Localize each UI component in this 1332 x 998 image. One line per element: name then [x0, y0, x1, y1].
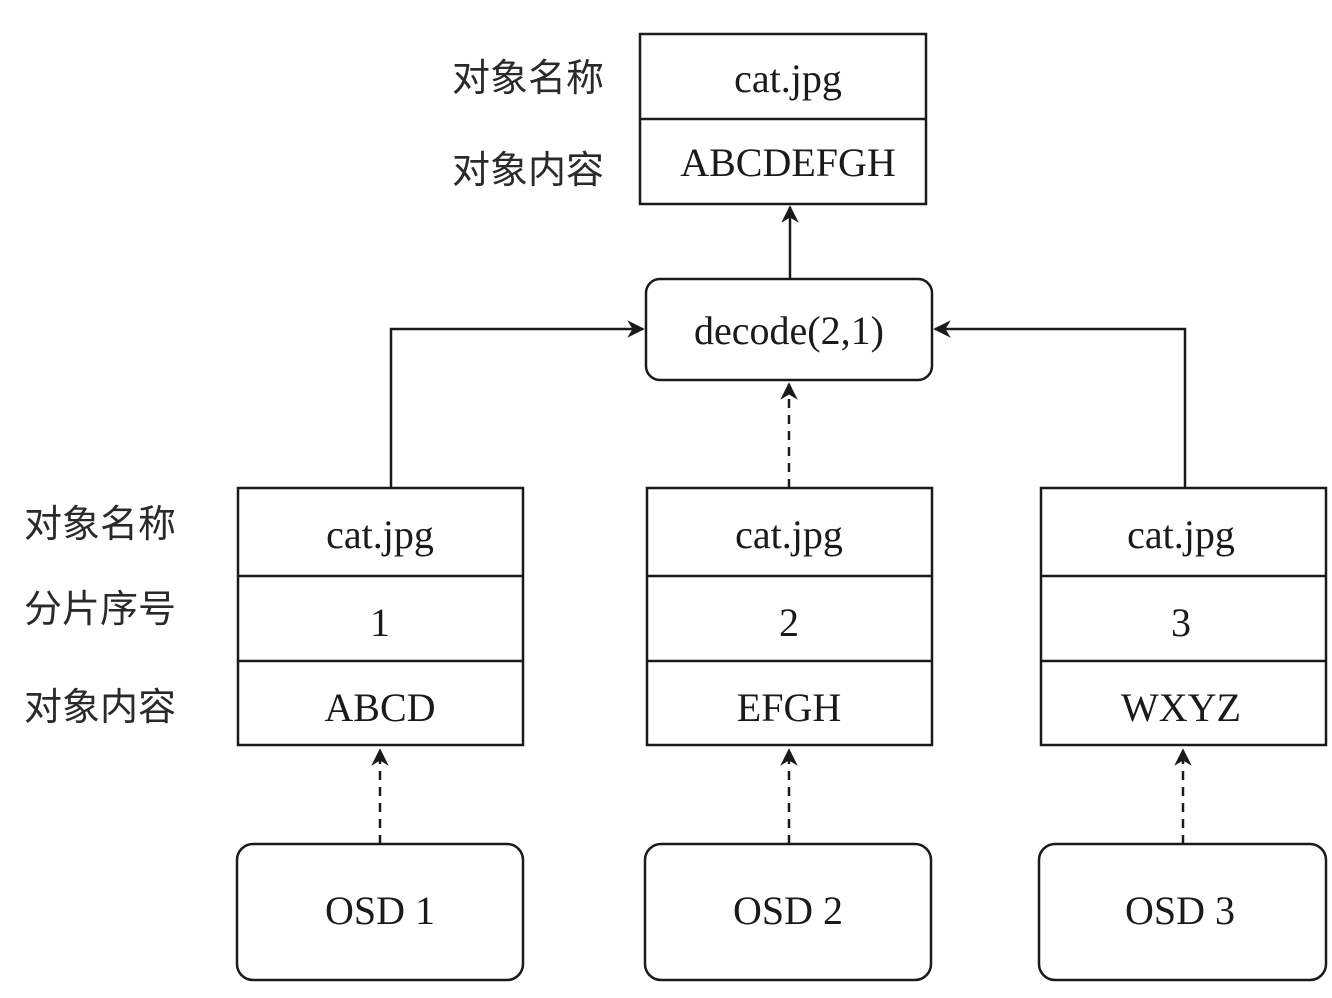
decoder-label: decode(2,1): [694, 308, 884, 353]
arrow-fragment1-to-decoder: [389, 320, 645, 488]
fragment-3-content: WXYZ: [1121, 685, 1241, 730]
fragment-3-name: cat.jpg: [1127, 512, 1235, 557]
label-result-object-name: 对象名称: [452, 56, 604, 100]
label-fragment-object-content: 对象内容: [24, 685, 176, 729]
result-name: cat.jpg: [734, 56, 842, 101]
result-object: cat.jpg ABCDEFGH: [638, 32, 928, 206]
osd-1-box: [235, 842, 525, 982]
osd-2: OSD 2: [643, 842, 933, 982]
arrow-fragment3-to-decoder: [933, 320, 1187, 488]
fragment-1-seq: 1: [370, 600, 390, 645]
fragment-3-seq: 3: [1171, 600, 1191, 645]
fragment-2-name: cat.jpg: [735, 512, 843, 557]
fragment-3-box: [1039, 486, 1328, 747]
fragment-2: cat.jpg 2 EFGH: [645, 486, 934, 747]
label-result-object-content: 对象内容: [452, 148, 604, 192]
osd-1-label: OSD 1: [325, 888, 435, 933]
fragment-1: cat.jpg 1 ABCD: [236, 486, 525, 747]
osd-1: OSD 1: [235, 842, 525, 982]
result-content: ABCDEFGH: [680, 140, 896, 185]
osd-2-box: [643, 842, 933, 982]
fragment-2-box: [645, 486, 934, 747]
osd-3: OSD 3: [1037, 842, 1328, 982]
osd-3-box: [1037, 842, 1328, 982]
fragment-1-box: [236, 486, 525, 747]
fragment-2-seq: 2: [779, 600, 799, 645]
fragment-2-content: EFGH: [737, 685, 841, 730]
osd-2-label: OSD 2: [733, 888, 843, 933]
fragment-3: cat.jpg 3 WXYZ: [1039, 486, 1328, 747]
osd-3-label: OSD 3: [1125, 888, 1235, 933]
fragment-1-content: ABCD: [324, 685, 435, 730]
decoder-node: decode(2,1): [644, 277, 934, 382]
label-fragment-seq: 分片序号: [24, 587, 176, 631]
label-fragment-object-name: 对象名称: [24, 502, 176, 546]
fragment-1-name: cat.jpg: [326, 512, 434, 557]
